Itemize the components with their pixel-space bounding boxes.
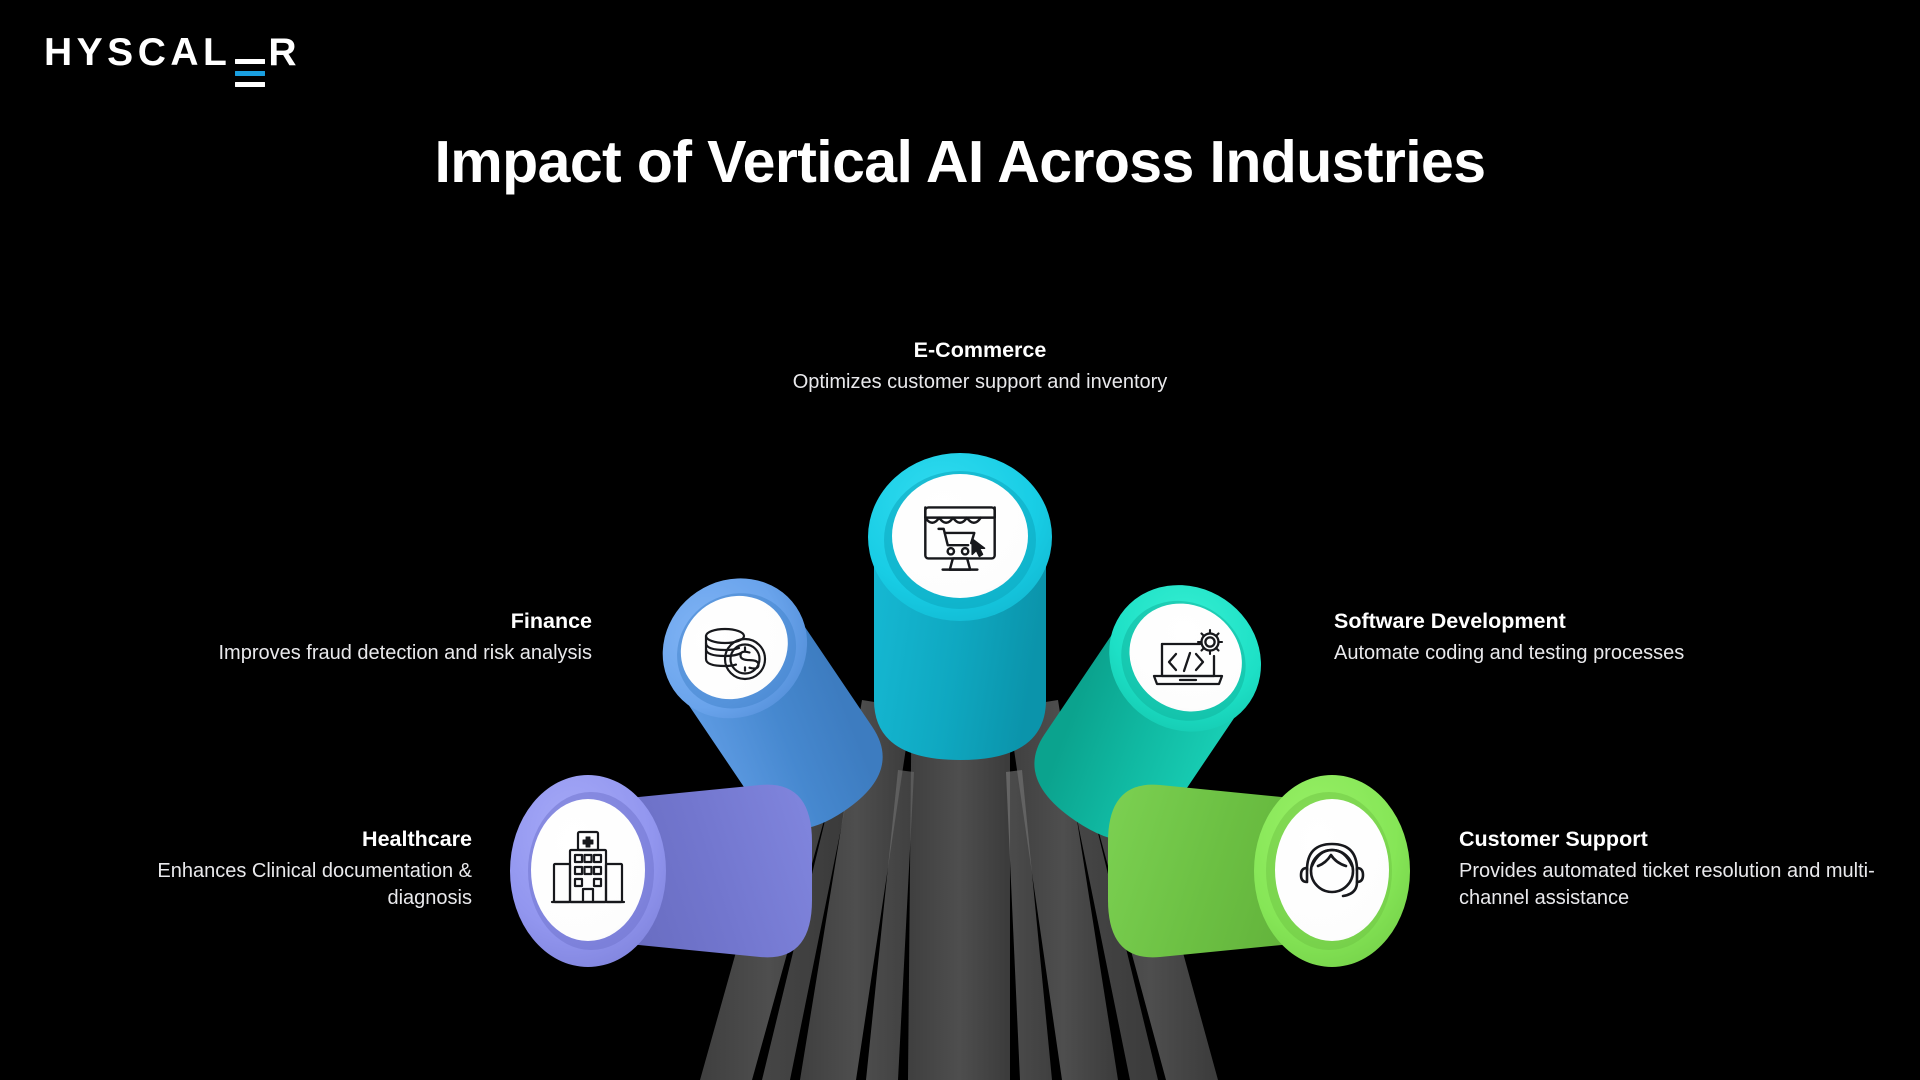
label-software-title: Software Development — [1334, 609, 1566, 633]
logo-text-after-e: R — [268, 30, 302, 74]
label-finance: Finance Improves fraud detection and ris… — [180, 608, 592, 667]
hospital-building-icon — [550, 830, 626, 904]
label-ecommerce: E-Commerce Optimizes customer support an… — [760, 337, 1200, 396]
petal-software[interactable] — [1011, 556, 1290, 865]
label-healthcare-title: Healthcare — [362, 827, 472, 851]
label-software-description: Automate coding and testing processes — [1334, 641, 1685, 664]
petal-support-face — [1275, 799, 1389, 941]
label-ecommerce-description: Optimizes customer support and inventory — [792, 370, 1168, 393]
label-finance-description: Improves fraud detection and risk analys… — [218, 641, 592, 664]
petal-healthcare[interactable] — [510, 775, 812, 967]
stem-ecommerce — [908, 660, 1010, 1080]
coins-dollar-icon — [704, 627, 767, 681]
page-title: Impact of Vertical AI Across Industries — [434, 129, 1487, 195]
stem-highlight-3 — [1006, 770, 1052, 1080]
stem-highlight-4 — [1074, 800, 1158, 1080]
logo-stylized-e-icon — [235, 59, 266, 87]
label-healthcare: Healthcare Enhances Clinical documentati… — [78, 826, 472, 913]
label-customer-support-title: Customer Support — [1459, 827, 1648, 851]
petal-finance-face — [680, 595, 788, 700]
storefront-monitor-cart-icon — [924, 506, 996, 571]
petal-ecommerce-face — [892, 474, 1028, 598]
stem-highlight-1 — [762, 800, 846, 1080]
laptop-code-gear-icon — [1152, 628, 1224, 686]
label-customer-support: Customer Support Provides automated tick… — [1459, 826, 1879, 913]
label-healthcare-description: Enhances Clinical documentation & diagno… — [157, 859, 472, 910]
petal-ecommerce[interactable] — [868, 453, 1052, 760]
stem-software — [1008, 700, 1118, 1080]
logo-text-before-e: HYSCAL — [44, 30, 232, 74]
label-finance-title: Finance — [510, 609, 592, 633]
petal-support[interactable] — [1108, 775, 1410, 967]
label-software: Software Development Automate coding and… — [1334, 608, 1754, 667]
label-customer-support-description: Provides automated ticket resolution and… — [1459, 859, 1875, 910]
stem-finance — [800, 700, 912, 1080]
hyscaler-logo: HYSCAL R — [44, 33, 301, 87]
stem-highlight-2 — [866, 770, 914, 1080]
label-ecommerce-title: E-Commerce — [913, 338, 1047, 362]
headset-agent-icon — [1299, 842, 1365, 898]
petal-healthcare-face — [531, 799, 645, 941]
logo-wordmark: HYSCAL R — [44, 33, 301, 88]
